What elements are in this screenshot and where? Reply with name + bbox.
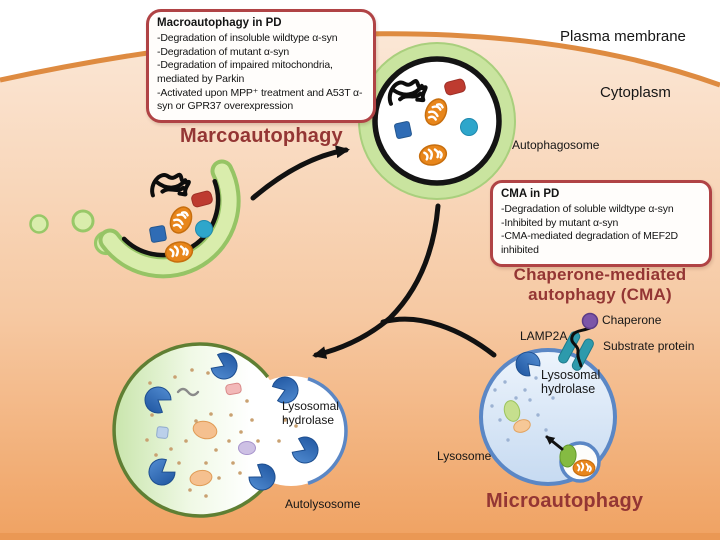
- chaperone-label: Chaperone: [602, 313, 662, 327]
- cargo-protein-icon: [195, 220, 213, 238]
- vesicle-icon: [71, 209, 95, 233]
- substrate-icon: [513, 419, 531, 433]
- autolysosome-label: Autolysosome: [285, 497, 361, 511]
- macro-box-line: -Activated upon MPP⁺ treatment and A53T …: [157, 86, 363, 113]
- lysosomal-hydrolase-label: Lysosomal hydrolase: [541, 368, 601, 397]
- lysosome-shape: [479, 312, 617, 486]
- lamp2a-label: LAMP2A: [520, 329, 568, 343]
- chaperone-icon: [581, 312, 599, 330]
- arrow-microautophagy-uptake: [545, 435, 564, 451]
- cell-bottom-edge: [0, 533, 720, 540]
- macro-box-title: Macroautophagy in PD: [157, 17, 282, 29]
- macro-box-line: -Degradation of impaired mitochondria, m…: [157, 59, 333, 85]
- vesicle-icon: [29, 214, 49, 234]
- autolysosome-shape: [112, 342, 348, 518]
- cytoplasm-label: Cytoplasm: [600, 84, 671, 101]
- pathway-arrows: [250, 145, 564, 451]
- macro-box-line: -Degradation of mutant α-syn: [157, 45, 290, 58]
- cma-box-title: CMA in PD: [501, 188, 560, 200]
- plasma-membrane-label: Plasma membrane: [560, 28, 686, 45]
- degraded-cargo-icon: [156, 426, 169, 439]
- autophagosome-shape: [358, 42, 516, 200]
- mitochondrion-icon: [572, 459, 596, 477]
- autophagosome-label: Autophagosome: [512, 138, 600, 152]
- phagophore: [98, 159, 241, 279]
- degraded-cargo-icon: [189, 469, 213, 487]
- cma-box-line: -Degradation of soluble wildtype α-syn: [501, 202, 674, 215]
- degraded-cargo-icon: [225, 382, 242, 396]
- lysosomal-hydrolase-label: Lysosomal hydrolase: [282, 399, 339, 427]
- microautophagy-title: Microautophagy: [486, 490, 644, 512]
- arrow-phagophore-to-autophagosome: [250, 145, 350, 201]
- cargo-protein-icon: [148, 224, 168, 244]
- substrate-protein-label: Substrate protein: [603, 339, 695, 353]
- cma-info-box: CMA in PD -Degradation of soluble wildty…: [490, 180, 712, 267]
- substrate-icon: [503, 400, 521, 422]
- cma-box-line: -CMA-mediated degradation of MEF2D inhib…: [501, 230, 678, 256]
- arrow-branch-to-lysosome: [380, 316, 497, 358]
- cargo-protein-icon: [393, 120, 413, 140]
- macroautophagy-title: Marcoautophagy: [180, 125, 343, 147]
- macro-box-line: -Degradation of insoluble wildtype α-syn: [157, 31, 338, 44]
- degraded-cargo-icon: [238, 441, 256, 455]
- degraded-aggregate-icon: [176, 387, 200, 397]
- engulfed-cargo-icon: [559, 444, 577, 468]
- lysosome-label: Lysosome: [437, 449, 492, 463]
- cargo-protein-icon: [460, 118, 478, 136]
- degraded-cargo-icon: [192, 420, 218, 440]
- plasma-membrane-line: [0, 31, 720, 88]
- substrate-protein-icon: [570, 326, 592, 368]
- cma-box-line: -Inhibited by mutant α-syn: [501, 216, 619, 229]
- macroautophagy-info-box: Macroautophagy in PD -Degradation of ins…: [146, 9, 376, 123]
- cma-title: Chaperone-mediated autophagy (CMA): [513, 265, 687, 305]
